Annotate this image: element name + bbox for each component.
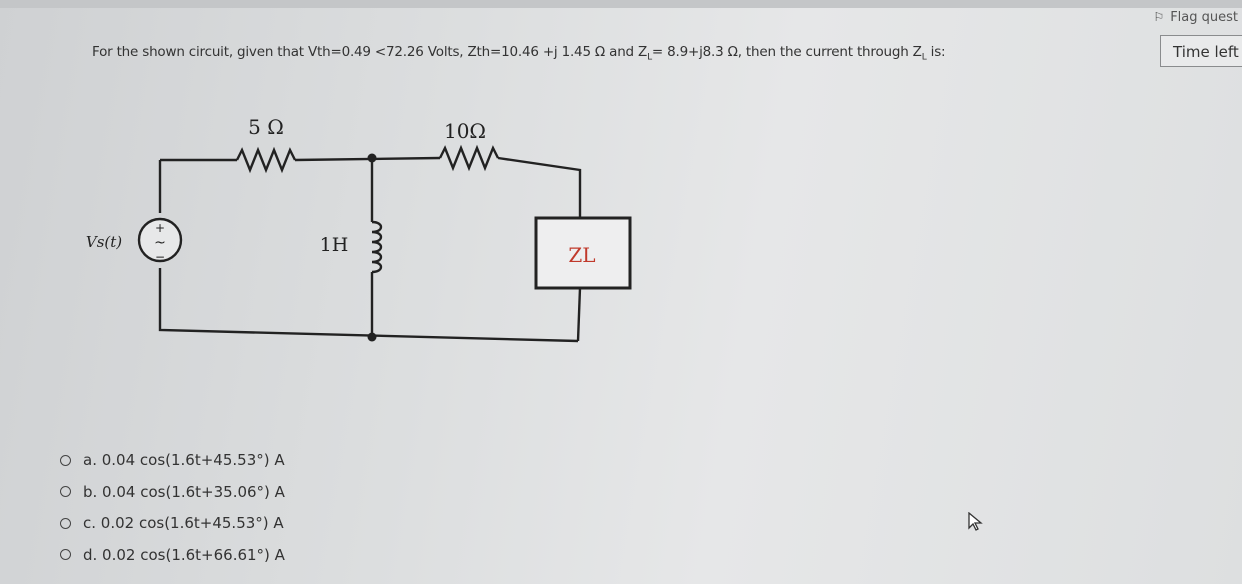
wire-right-bottom [576, 287, 582, 342]
load-box [534, 216, 632, 290]
flag-question-link[interactable]: ⚐ Flag quest [1153, 10, 1238, 25]
answer-option-a[interactable]: a. 0.04 cos(1.6t+45.53°) A [60, 448, 285, 472]
resistor-10-ohm [438, 144, 500, 172]
inductor-coil [371, 220, 383, 274]
top-strip [0, 0, 1242, 8]
inductor-label: 1H [320, 234, 349, 256]
svg-text:+: + [155, 221, 165, 235]
wire-bottom [158, 268, 579, 343]
flag-icon: ⚐ [1153, 10, 1165, 24]
radio-button[interactable] [60, 517, 71, 529]
question-text: For the shown circuit, given that Vth=0.… [92, 44, 946, 63]
wire-top-right [497, 156, 582, 218]
answer-option-b[interactable]: b. 0.04 cos(1.6t+35.06°) A [60, 480, 285, 504]
source-label: Vs(t) [86, 233, 122, 251]
r2-label: 10Ω [444, 119, 486, 143]
voltage-source [137, 217, 183, 263]
answer-options: a. 0.04 cos(1.6t+45.53°) A b. 0.04 cos(1… [60, 448, 285, 574]
r1-label: 5 Ω [248, 115, 284, 139]
node-top [367, 153, 377, 163]
time-left-box: Time left [1160, 35, 1242, 67]
radio-button[interactable] [60, 454, 71, 466]
svg-text:~: ~ [154, 235, 166, 251]
node-bottom [367, 332, 377, 342]
wire-top-mid [294, 156, 441, 162]
time-left-label: Time left [1173, 43, 1239, 61]
svg-text:−: − [155, 250, 165, 264]
flag-label: Flag quest [1170, 10, 1238, 25]
load-label: ZL [568, 243, 595, 267]
radio-button[interactable] [60, 486, 71, 497]
resistor-5-ohm [235, 146, 297, 174]
radio-button[interactable] [60, 549, 71, 560]
answer-option-d[interactable]: d. 0.02 cos(1.6t+66.61°) A [60, 543, 285, 567]
answer-option-c[interactable]: c. 0.02 cos(1.6t+45.53°) A [60, 511, 285, 535]
mouse-cursor-icon [968, 512, 983, 531]
